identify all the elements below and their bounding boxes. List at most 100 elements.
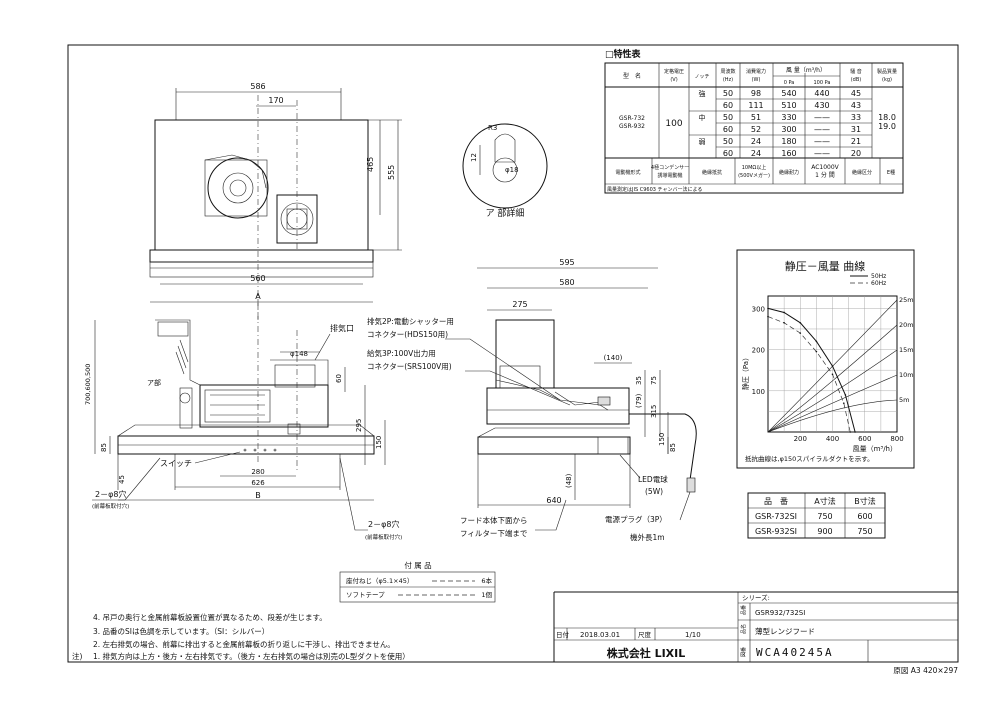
row-power: 24 [751,149,761,158]
front-dim-148: φ148 [290,350,308,358]
chart-xtick: 200 [794,435,807,443]
detail-r3: R3 [488,124,497,132]
title-block: シリーズ: 品番 GSR932/732SI 品名 薄型レンジフード 日付 201… [553,591,958,675]
chart-point [783,311,785,314]
hdr-noise-unit: (dB) [851,77,862,83]
note-3: 3. 品番のSIは色調を示しています。（SI：シルバー） [93,626,269,636]
chart-point [783,321,785,324]
row-airflow-100pa: 440 [814,89,829,98]
acc-qty1: 6本 [481,576,492,585]
row-noise: 45 [851,89,861,98]
tb-drawing-label: 図番 [740,647,747,657]
hole1-label: 2－φ8穴 [95,489,126,499]
detail-d18: φ18 [505,166,519,174]
row-power: 51 [751,113,761,122]
conn2-line2: コネクター(SRS100V用) [367,362,452,371]
tb-date-label: 日付 [556,630,570,639]
filter-line2: フィルター下端まで [460,528,527,538]
front-dim-height: 700,600,500 [84,364,92,405]
size-cell: 600 [857,512,872,521]
chart-ytick: 300 [752,305,765,313]
hdr-freq: 周波数 [720,68,735,75]
foot-insulation-value: 10MΩ以上(500Vメガー) [738,164,770,179]
row-power: 98 [751,89,761,98]
foot-withstand-label: 絶縁耐力 [779,169,799,176]
side-dim-140: (140) [604,354,623,362]
note-4: 4. 吊戸の奥行と金属前幕板設置位置が異なるため、段差が生じます。 [93,612,327,622]
led-label: LED電球 [638,474,668,484]
dim-560: 560 [250,274,265,283]
chart-xtick: 600 [858,435,871,443]
notes-label: 注) [72,651,82,661]
spec-table: □特性表 型 名 定格電圧 (V) ノッチ 周波数 (Hz) 消費電力 (W) … [604,48,904,194]
chart-legend-label: 50Hz [871,273,886,280]
pq-chart: 静圧－風量 曲線 抵抗曲線は,φ150スパイラルダクトを示す。 200 400 60… [736,249,915,469]
chart-right-label: 15m [899,346,914,354]
chart-right-label: 20m [899,321,914,329]
foot-insulation-label: 絶縁抵抗 [702,169,722,176]
hdr-noise: 騒 音 [850,68,862,75]
side-dim-79: (79) [635,393,643,408]
hdr-voltage-unit: (V) [670,77,677,83]
chart-title: 静圧－風量 曲線 [785,259,866,273]
spec-note: 風量測定はJIS C9603 チャンバー法による [607,186,702,193]
row-hz: 50 [723,89,733,98]
row-hz: 60 [723,101,733,110]
front-view: ア部 φ148 排気口 60 700,600,500 85 45 295 1 [84,300,402,541]
hole2-sub: (前幕板取付穴) [365,533,402,541]
chart-point [844,394,847,396]
tb-paper: 原図 A3 420×297 [893,666,958,675]
hole2-label: 2－φ8穴 [368,519,399,529]
size-cell: GSR-932SI [755,527,797,536]
tb-name-label: 品名 [740,624,747,634]
chart-series-60Hz [767,316,851,433]
top-view: 586 170 465 555 560 A [149,82,402,320]
spec-voltage: 100 [665,119,682,129]
side-dim-75: 75 [650,376,658,385]
row-noise: 20 [851,149,861,158]
front-dim-85: 85 [100,443,108,452]
chart-right-label: 25m [899,296,914,304]
conn2-line1: 給気3P:100V出力用 [367,348,436,358]
row-airflow-100pa: —— [814,125,830,134]
size-cell: 750 [817,512,832,521]
chart-xlabel: 風量（m³/h） [853,445,897,453]
tb-name: 薄型レンジフード [755,626,815,636]
chart-xtick: 400 [826,435,839,443]
hole1-sub: (前幕板取付穴) [92,502,129,510]
side-dim-640: 640 [546,496,561,505]
tb-scale: 1/10 [685,631,701,639]
row-airflow-100pa: —— [814,137,830,146]
dim-a: A [255,292,261,301]
chart-note: 抵抗曲線は,φ150スパイラルダクトを示す。 [745,454,874,463]
front-a-mark: ア部 [147,378,161,387]
row-airflow-100pa: —— [814,149,830,158]
row-noise: 43 [851,101,861,110]
front-dim-626: 626 [251,479,265,487]
front-dim-295: 295 [355,419,363,432]
spec-table-title: □特性表 [605,48,642,60]
front-dim-150: 150 [375,436,383,449]
hdr-freq-unit: (Hz) [723,77,733,83]
foot-motor-value: 4極コンデンサー誘導電動機 [651,164,689,179]
conn1-line1: 排気2P:電動シャッター用 [367,316,454,326]
row-power: 111 [748,101,763,110]
foot-class-label: 絶縁区分 [852,169,872,176]
dim-586: 586 [250,82,265,91]
side-view: 595 580 275 (140) 35 (79) 75 315 150 85 [367,258,697,542]
notch-2: 弱 [699,138,706,146]
side-dim-35: 35 [635,376,643,385]
chart-ytick: 100 [752,388,765,396]
size-header-2: B寸法 [854,496,876,506]
row-hz: 60 [723,125,733,134]
tb-drawing-no: WCA40245A [756,646,834,659]
side-dim-85: 85 [669,443,677,452]
tb-series-label: シリーズ: [742,593,770,602]
